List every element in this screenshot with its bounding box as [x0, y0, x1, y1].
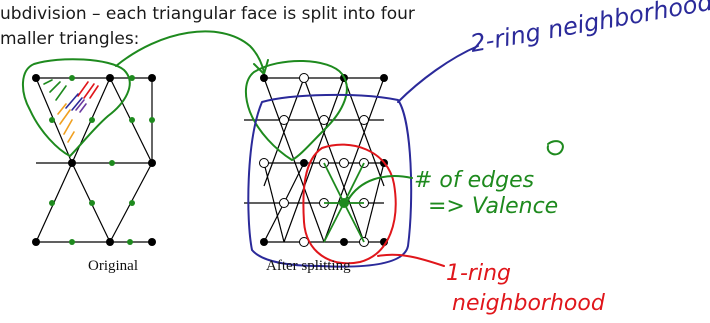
- mesh-vertex: [380, 74, 388, 82]
- new-vertex: [319, 115, 329, 125]
- two-ring-label: 2-ring neighborhood: [468, 0, 710, 58]
- mesh-vertex: [68, 159, 76, 167]
- mesh-vertex: [106, 74, 114, 82]
- green-loop-after: [244, 59, 348, 161]
- intro-text: ubdivision – each triangular face is spl…: [0, 2, 460, 52]
- ring-spoke: [323, 162, 345, 204]
- ink-dot: [49, 200, 55, 206]
- original-vertices: [32, 74, 156, 246]
- new-vertex: [359, 115, 369, 125]
- ring-spoke: [343, 162, 365, 204]
- new-vertex: [299, 73, 309, 83]
- valence-scribble: [546, 140, 564, 156]
- two-ring-leader: [397, 45, 479, 103]
- edge-midpoint-marks: [49, 75, 155, 245]
- one-ring-leader: [377, 253, 445, 267]
- mesh-vertex: [148, 238, 156, 246]
- mesh-edge: [283, 77, 345, 243]
- mesh-edge: [263, 202, 285, 243]
- original-mesh: [35, 77, 153, 243]
- mesh-edge: [283, 162, 305, 204]
- mesh-vertex: [148, 74, 156, 82]
- mesh-vertex: [260, 74, 268, 82]
- ink-dot: [89, 117, 95, 123]
- new-vertex: [279, 115, 289, 125]
- ring-spoke: [323, 202, 345, 243]
- mesh-vertex: [260, 238, 268, 246]
- mesh-edge: [263, 77, 325, 243]
- caption-after: After splitting: [266, 258, 351, 274]
- one-ring-loop: [302, 143, 397, 265]
- two-ring-loop: [247, 93, 413, 268]
- mesh-vertex: [32, 74, 40, 82]
- mesh-vertex: [340, 238, 348, 246]
- mesh-vertex: [106, 238, 114, 246]
- hatch-purple: [75, 99, 87, 113]
- mesh-edge: [303, 77, 365, 243]
- hatch-red: [77, 81, 99, 99]
- ink-dot: [129, 200, 135, 206]
- mesh-vertex: [300, 159, 308, 167]
- caption-original: Original: [88, 258, 138, 274]
- mesh-edge: [363, 162, 385, 243]
- green-loop-original: [22, 58, 131, 157]
- arrow-to-after: [115, 30, 265, 73]
- ink-dot: [69, 239, 75, 245]
- ink-dot: [129, 117, 135, 123]
- ink-dot: [129, 75, 135, 81]
- intro-line-1: ubdivision – each triangular face is spl…: [0, 4, 415, 24]
- valence-leader: [347, 175, 413, 201]
- new-vertex: [259, 158, 269, 168]
- ink-dot: [149, 117, 155, 123]
- triangle-hatching: [43, 79, 99, 143]
- hatch-blue: [65, 93, 83, 111]
- mesh-vertex: [32, 238, 40, 246]
- new-vertex: [339, 158, 349, 168]
- mesh-vertex: [148, 159, 156, 167]
- valence-label: => Valence: [428, 194, 558, 219]
- ink-dot: [109, 160, 115, 166]
- ink-dot: [69, 75, 75, 81]
- ink-dot: [49, 117, 55, 123]
- one-ring-label-line1: 1-ring: [446, 261, 511, 286]
- mesh-edge: [323, 77, 385, 243]
- ink-dot: [89, 200, 95, 206]
- hatch-green: [43, 79, 67, 101]
- ring-spoke: [343, 202, 365, 243]
- intro-line-2: maller triangles:: [0, 29, 140, 49]
- center-vertex: [339, 198, 349, 208]
- edges-label: # of edges: [414, 168, 534, 193]
- new-vertex: [279, 198, 289, 208]
- ink-dot: [127, 239, 133, 245]
- hatch-orange: [57, 103, 75, 143]
- one-ring-label-line2: neighborhood: [452, 291, 606, 316]
